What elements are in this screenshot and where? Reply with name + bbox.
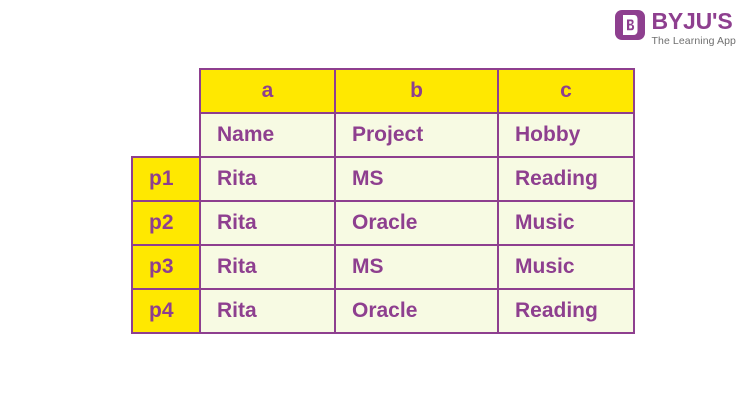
cell-p4-c: Reading: [497, 288, 635, 334]
column-header-c: c: [497, 68, 635, 114]
cell-p1-c: Reading: [497, 156, 635, 202]
attribute-row: Name Project Hobby: [132, 112, 635, 158]
cell-p4-a: Rita: [199, 288, 336, 334]
cell-p1-b: MS: [334, 156, 499, 202]
table-row: p3 Rita MS Music: [131, 244, 635, 290]
cell-p2-a: Rita: [199, 200, 336, 246]
cell-p2-b: Oracle: [334, 200, 499, 246]
cell-p4-b: Oracle: [334, 288, 499, 334]
cell-p3-b: MS: [334, 244, 499, 290]
byjus-b-logo-icon: [614, 10, 645, 40]
cell-p2-c: Music: [497, 200, 635, 246]
column-header-row: a b c: [132, 68, 635, 114]
table-row: p2 Rita Oracle Music: [131, 200, 635, 246]
attribute-cell-project: Project: [334, 112, 499, 158]
row-header-p2: p2: [131, 200, 201, 246]
relation-table: a b c Name Project Hobby p1 Rita MS Read…: [131, 68, 635, 334]
attribute-cell-name: Name: [199, 112, 336, 158]
table-row: p4 Rita Oracle Reading: [131, 288, 635, 334]
table-row: p1 Rita MS Reading: [131, 156, 635, 202]
cell-p3-a: Rita: [199, 244, 336, 290]
row-header-p1: p1: [131, 156, 201, 202]
byjus-logo: BYJU'S The Learning App: [614, 10, 737, 47]
cell-p3-c: Music: [497, 244, 635, 290]
row-header-p4: p4: [131, 288, 201, 334]
brand-text-block: BYJU'S The Learning App: [652, 10, 737, 47]
corner-spacer-cell: [132, 69, 200, 113]
brand-wordmark: BYJU'S: [651, 8, 733, 34]
attribute-row-spacer-cell: [132, 113, 200, 157]
row-header-p3: p3: [131, 244, 201, 290]
brand-tagline: The Learning App: [651, 35, 736, 47]
cell-p1-a: Rita: [199, 156, 336, 202]
column-header-a: a: [199, 68, 336, 114]
column-header-b: b: [334, 68, 499, 114]
attribute-cell-hobby: Hobby: [497, 112, 635, 158]
